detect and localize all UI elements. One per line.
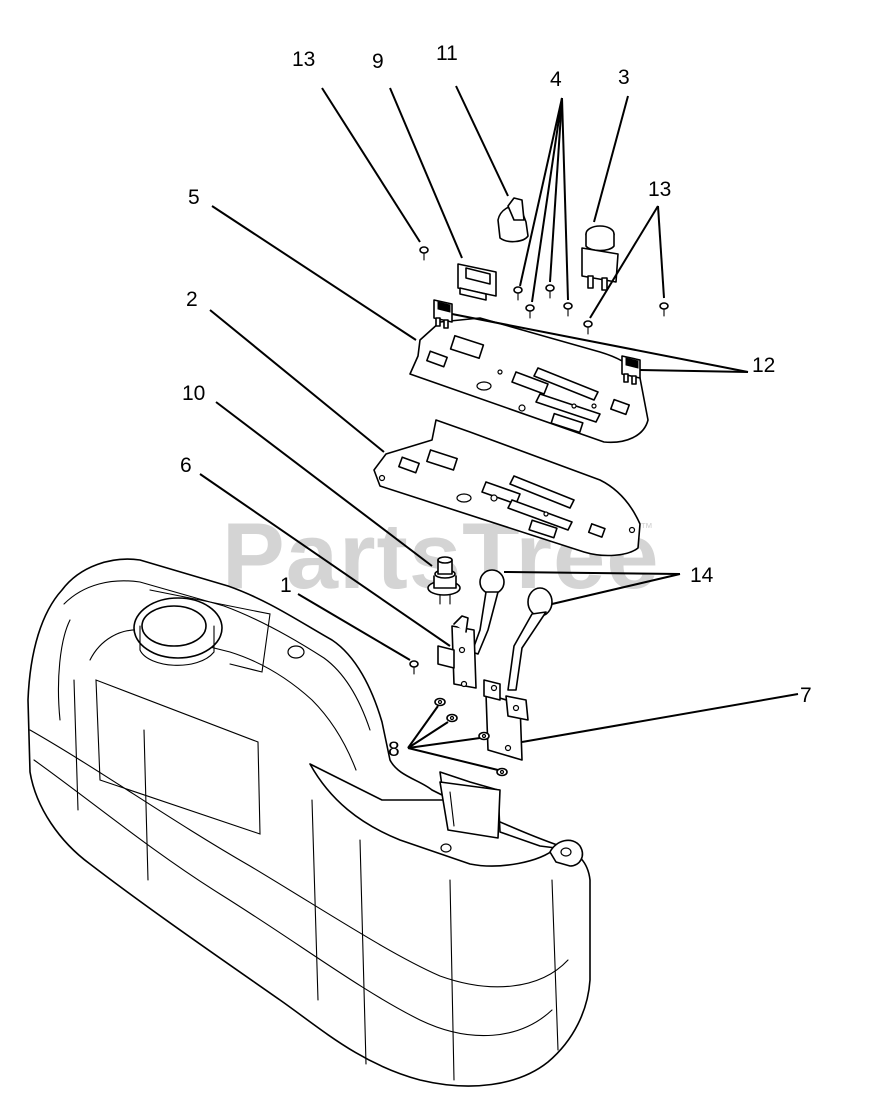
toggle-switch-right — [621, 355, 641, 385]
leader-9 — [389, 87, 463, 259]
leader-2 — [209, 309, 385, 453]
leader-13-left — [321, 87, 421, 243]
leader-4-a — [519, 97, 563, 287]
leader-3 — [593, 95, 629, 223]
leader-8-a — [407, 705, 439, 749]
watermark-trademark: ™ — [640, 520, 653, 535]
toggle-switch-left — [433, 299, 453, 329]
screws — [409, 246, 669, 675]
lever-right — [507, 587, 553, 691]
leader-8-b — [407, 721, 449, 749]
nut-b — [446, 713, 458, 723]
lever-left — [471, 569, 505, 655]
callout-13-left: 13 — [292, 48, 315, 71]
lever-bracket-right — [483, 679, 529, 761]
leader-8-d — [407, 747, 499, 771]
leader-5 — [211, 205, 417, 341]
screw-4-a — [513, 286, 523, 301]
leader-11 — [455, 85, 509, 197]
leader-12-b — [639, 369, 749, 373]
callout-8: 8 — [388, 738, 400, 761]
leader-1 — [297, 593, 411, 661]
key-switch — [581, 225, 619, 291]
callout-3: 3 — [618, 66, 630, 89]
nut-a — [434, 697, 446, 707]
leader-13-right-b — [657, 205, 665, 299]
callout-9: 9 — [372, 50, 384, 73]
leader-6 — [199, 473, 451, 647]
screw-4-c — [545, 284, 555, 299]
upper-control-panel — [409, 317, 649, 444]
leader-14-b — [551, 573, 681, 605]
callout-12: 12 — [752, 354, 775, 377]
leader-4-d — [561, 97, 569, 301]
leader-12-a — [451, 313, 749, 373]
leader-10 — [215, 401, 433, 567]
callout-1: 1 — [280, 574, 292, 597]
leader-lines — [199, 85, 799, 771]
nut-c — [478, 731, 490, 741]
callout-7: 7 — [800, 684, 812, 707]
callout-5: 5 — [188, 186, 200, 209]
callout-14: 14 — [690, 564, 714, 587]
callout-11: 11 — [436, 42, 458, 65]
screw-13-right — [659, 302, 669, 317]
callout-6: 6 — [180, 454, 192, 477]
callout-13-right: 13 — [648, 178, 671, 201]
plunger-switch — [427, 556, 461, 605]
leader-8-c — [407, 737, 481, 749]
leader-14-a — [503, 571, 681, 575]
screw-13-mid — [583, 320, 593, 335]
leader-4-c — [549, 97, 563, 283]
lever-bracket-left — [437, 615, 477, 689]
screw-1 — [409, 660, 419, 675]
leader-13-right-a — [589, 205, 659, 319]
callout-10: 10 — [182, 382, 205, 405]
console-body — [27, 558, 591, 1087]
callout-4: 4 — [550, 68, 562, 91]
screw-13-left — [419, 246, 429, 261]
leader-7 — [521, 693, 799, 743]
screw-4-b — [525, 304, 535, 319]
knob — [497, 197, 529, 243]
callout-labels: 13 9 11 4 3 13 5 2 12 10 6 14 1 7 8 — [180, 42, 812, 761]
nuts — [434, 697, 508, 777]
nut-d — [496, 767, 508, 777]
rocker-switch — [457, 263, 497, 301]
screw-4-d — [563, 302, 573, 317]
lower-control-panel — [373, 419, 641, 557]
callout-2: 2 — [186, 288, 198, 311]
leader-4-b — [531, 97, 563, 303]
